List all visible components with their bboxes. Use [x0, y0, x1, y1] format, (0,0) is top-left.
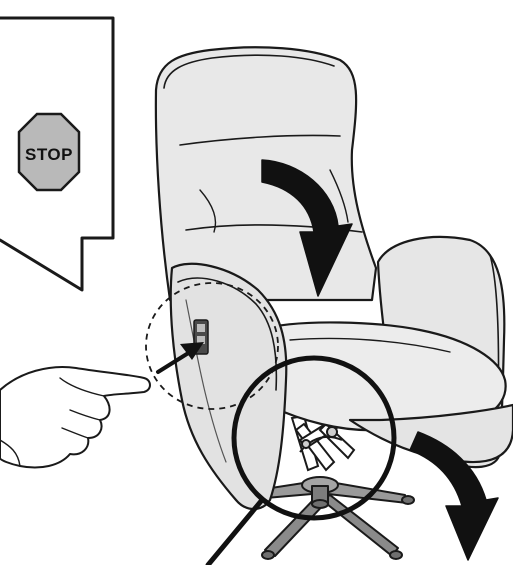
hand-icon — [0, 367, 150, 468]
stop-sign-icon: STOP — [19, 114, 79, 190]
stop-sign-label: STOP — [25, 145, 73, 164]
warning-callout: STOP — [0, 18, 113, 290]
